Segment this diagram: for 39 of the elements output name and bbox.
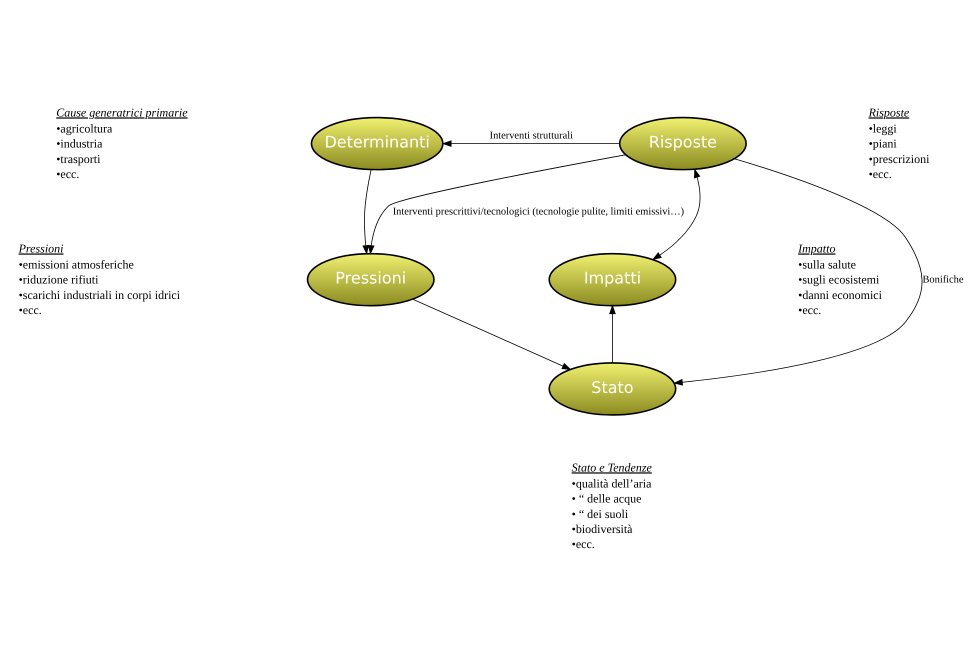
node-label: Risposte: [868, 105, 910, 120]
node-label: •ecc.: [798, 303, 822, 318]
node-ellipse: Pressioni: [306, 252, 435, 306]
node-ellipse: Risposte: [618, 116, 747, 170]
arrow: [412, 298, 572, 370]
node-label: •ecc.: [18, 303, 42, 318]
node-label: •emissioni atmosferiche: [18, 257, 134, 272]
node-label: •scarichi industriali in corpi idrici: [18, 288, 180, 302]
edge-label: Bonifiche: [922, 274, 964, 286]
node-label: Cause generatrici primarie: [56, 105, 188, 120]
node-label: •piani: [868, 136, 897, 151]
node-label: • “ dei suoli: [572, 506, 628, 521]
node-label: •sugli ecosistemi: [798, 272, 880, 287]
node-label: •leggi: [868, 121, 897, 136]
arrow: [442, 140, 620, 147]
node-label: Stato e Tendenze: [572, 460, 652, 474]
node-label: •sulla salute: [798, 257, 856, 272]
arrow: [362, 169, 372, 255]
node-label: •ecc.: [868, 167, 892, 182]
node-label: •biodiversità: [572, 522, 632, 536]
node-label: Impatto: [798, 241, 836, 256]
node-label: •ecc.: [56, 167, 80, 182]
arrow: [673, 158, 922, 386]
node-label: • “ delle acque: [572, 492, 642, 506]
edge-label: Interventi prescrittivi/tecnologici (tecnologie pulite, limiti emissivi…): [392, 206, 684, 218]
node-label: •ecc.: [572, 537, 595, 552]
node-label: •danni economici: [798, 288, 882, 302]
node-ellipse: Determinanti: [310, 116, 444, 170]
node-label: •trasporti: [56, 152, 100, 166]
node-label: •qualità dell’aria: [572, 476, 652, 490]
arrow: [368, 154, 626, 255]
node-label: •industria: [56, 136, 102, 151]
edge-label: Interventi strutturali: [490, 130, 574, 142]
node-label: •prescrizioni: [868, 152, 930, 166]
arrow: [652, 168, 700, 260]
node-label: Pressioni: [18, 241, 64, 256]
arrow: [609, 304, 616, 364]
node-label: •agricoltura: [56, 121, 112, 136]
node-label: •riduzione rifiuti: [18, 272, 98, 287]
